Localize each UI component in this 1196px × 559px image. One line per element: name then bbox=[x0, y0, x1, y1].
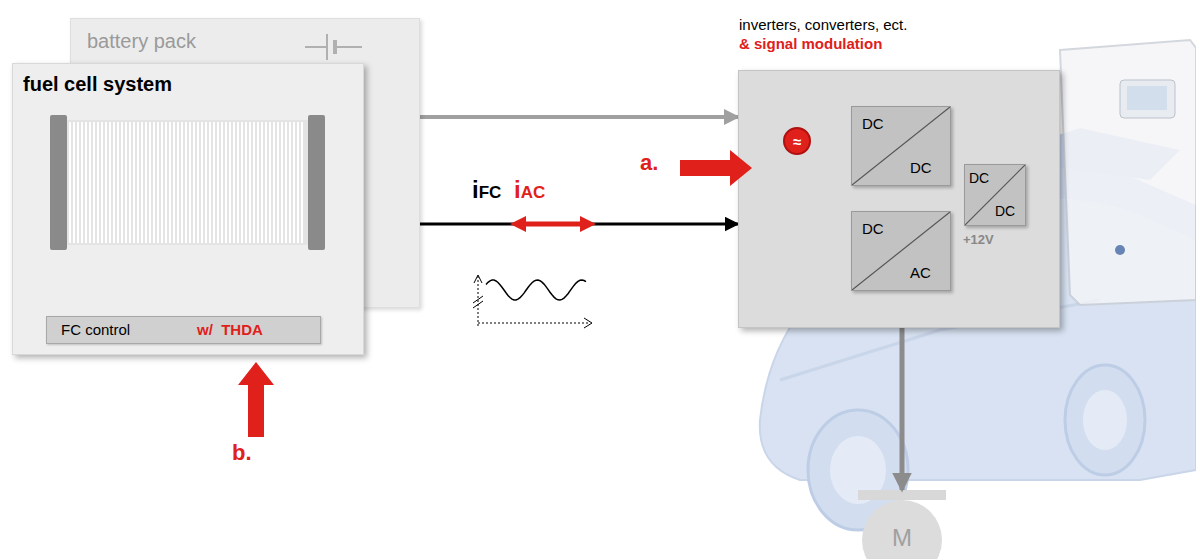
dc-ac-inverter: DC AC bbox=[851, 211, 951, 291]
node-text: ≈ bbox=[785, 133, 809, 151]
node-text: battery pack bbox=[87, 29, 196, 53]
node-text: DC bbox=[910, 159, 932, 177]
node-text: AC bbox=[910, 264, 931, 282]
callout-letter: b. bbox=[232, 440, 252, 466]
fc-control-box: FC control w/ THDA bbox=[46, 316, 321, 344]
current-label: iAC bbox=[514, 176, 545, 204]
node-text: FC control bbox=[61, 321, 130, 339]
callout-arrows bbox=[238, 150, 752, 437]
signal-source: ≈ bbox=[783, 127, 811, 155]
voltage-label: +12V bbox=[963, 232, 994, 247]
motor-arrow bbox=[900, 328, 905, 490]
motor-circle: M bbox=[862, 500, 942, 559]
dc-dc-converter: DC DC bbox=[851, 106, 951, 186]
node-text: DC bbox=[995, 203, 1015, 220]
fuel-cell-stack bbox=[50, 115, 325, 250]
dc-dc-12v-converter: DC DC bbox=[964, 164, 1026, 226]
power-arrow bbox=[420, 115, 738, 119]
current-arrow bbox=[364, 223, 738, 226]
ac-current-arrow bbox=[510, 216, 596, 232]
callout-letter: a. bbox=[640, 150, 658, 176]
node-text: inverters, converters, ect. bbox=[739, 16, 907, 34]
sine-plot bbox=[473, 275, 592, 328]
node-text: fuel cell system bbox=[23, 72, 172, 96]
battery-symbol bbox=[305, 34, 362, 60]
node-text: M bbox=[862, 524, 942, 553]
fuel-cell-system-box: fuel cell system FC control w/ THDA bbox=[12, 63, 364, 355]
node-text: DC bbox=[862, 115, 884, 133]
node-text: w/ THDA bbox=[197, 321, 263, 339]
current-label: iFC bbox=[472, 176, 501, 204]
node-text: DC bbox=[862, 220, 884, 238]
node-text: & signal modulation bbox=[739, 35, 882, 53]
power-electronics-box: inverters, converters, ect.& signal modu… bbox=[738, 70, 1060, 328]
node-text: DC bbox=[969, 170, 989, 187]
